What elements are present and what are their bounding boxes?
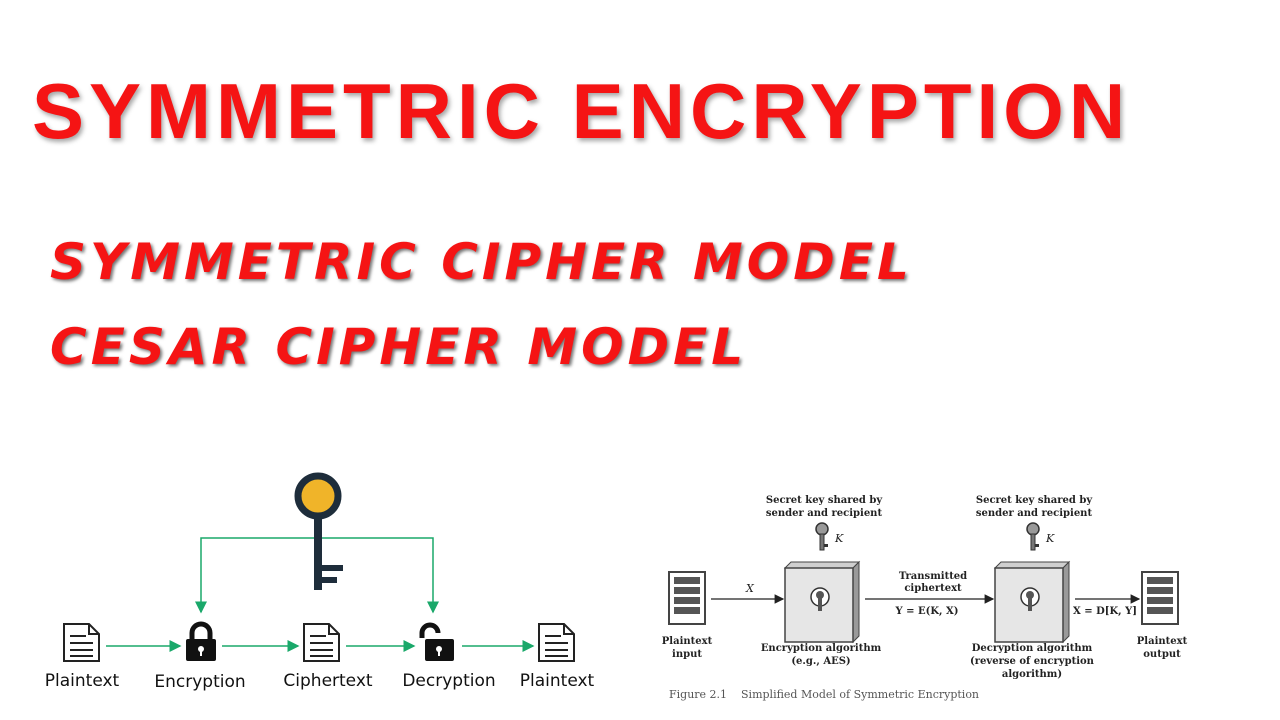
enc-key-label-line2: sender and recipient	[766, 508, 883, 519]
label-plaintext-input: Plaintext	[45, 671, 120, 691]
plaintext-document-icon	[63, 623, 100, 662]
dec-algo-label-1: Decryption algorithm	[972, 643, 1093, 654]
label-plaintext-output: Plaintext	[520, 671, 595, 691]
subtitle-symmetric-cipher-model: SYMMETRIC CIPHER MODEL	[50, 233, 913, 291]
x-equation: X = D[K, Y]	[1073, 606, 1137, 617]
decryption-box-icon	[993, 560, 1071, 644]
key-to-encryption-line	[195, 537, 314, 614]
encryption-flow-diagram: Plaintext Encryption Ciphertext Decrypti…	[45, 472, 595, 692]
enc-key-label-line1: Secret key shared by	[766, 495, 883, 506]
dec-key-label-line1: Secret key shared by	[976, 495, 1093, 506]
enc-algo-label-1: Encryption algorithm	[761, 643, 882, 654]
subtitle-cesar-cipher-model: CESAR CIPHER MODEL	[50, 318, 748, 376]
transmitted-label-2: ciphertext	[904, 583, 962, 594]
lock-open-icon	[419, 622, 454, 661]
y-equation: Y = E(K, X)	[895, 606, 959, 617]
dec-key-symbol: K	[1045, 532, 1055, 545]
ciphertext-document-icon	[303, 623, 340, 662]
textbook-figure: Secret key shared by sender and recipien…	[662, 495, 1188, 701]
plaintext-output-label-1: Plaintext	[1137, 636, 1188, 647]
label-encryption: Encryption	[154, 672, 245, 692]
enc-key-symbol: K	[834, 532, 844, 545]
dec-key-icon	[1026, 522, 1040, 551]
enc-algo-label-2: (e.g., AES)	[791, 656, 850, 667]
plaintext-input-label-1: Plaintext	[662, 636, 713, 647]
dec-algo-label-3: algorithm)	[1002, 669, 1062, 680]
plaintext-output-label-2: output	[1143, 649, 1181, 660]
label-decryption: Decryption	[402, 671, 495, 691]
plaintext-output-document-icon	[538, 623, 575, 662]
dec-algo-label-2: (reverse of encryption	[970, 656, 1095, 667]
lock-closed-icon	[186, 621, 216, 661]
main-title: SYMMETRIC ENCRYPTION	[32, 67, 1131, 155]
dec-key-label-line2: sender and recipient	[976, 508, 1093, 519]
key-icon	[294, 472, 343, 590]
plaintext-output-icon	[1141, 571, 1179, 625]
figure-caption: Figure 2.1 Simplified Model of Symmetric…	[669, 688, 979, 701]
x-symbol: X	[745, 582, 755, 595]
plaintext-input-label-2: input	[672, 649, 702, 660]
enc-key-icon	[815, 522, 829, 551]
plaintext-input-icon	[668, 571, 706, 625]
transmitted-label-1: Transmitted	[899, 571, 967, 582]
key-to-decryption-line	[322, 537, 439, 614]
label-ciphertext: Ciphertext	[283, 671, 372, 691]
encryption-box-icon	[783, 560, 861, 644]
